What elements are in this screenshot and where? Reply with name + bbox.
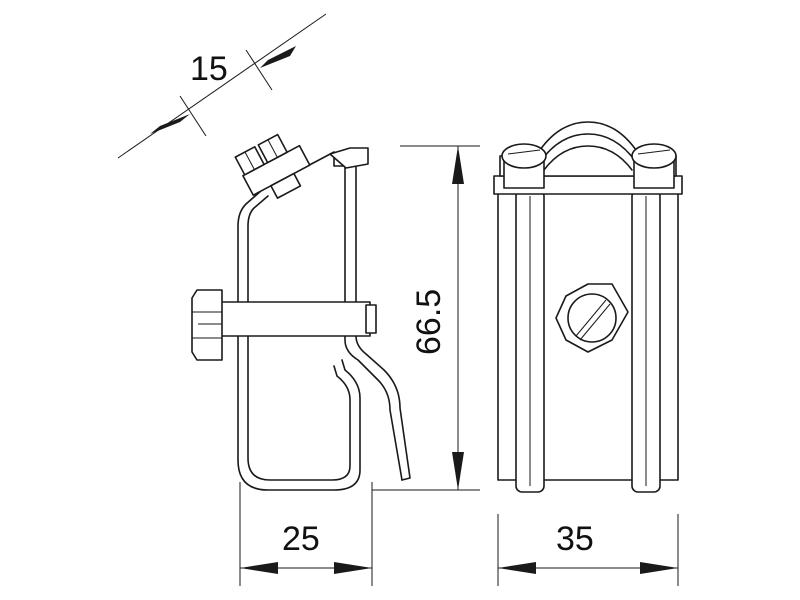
top-wave-line-1 [539,133,637,163]
top-screw-slot-2 [267,139,278,158]
dim-15-ext-1 [179,95,207,137]
dim-25-arrow-left [240,562,278,574]
dimension-height: 66.5 [372,145,480,491]
front-center-bolt-face [567,293,617,343]
front-view [493,121,683,493]
top-screw-nut [270,172,302,199]
dim-15-ext-2 [245,49,273,91]
top-screw-assembly [234,133,311,199]
front-center-bolt-slot-2 [579,303,611,341]
top-screw-slot-1 [244,151,255,170]
dim-15-arrow-1 [150,114,190,134]
top-hook [329,147,369,169]
dim-35-label: 35 [556,520,594,558]
dim-665-label: 66.5 [410,289,448,355]
side-bolt-tip [365,304,377,334]
side-bolt-shank [219,301,371,337]
side-bolt-head [191,289,223,361]
clamp-front-strap [265,151,403,481]
dim-25-label: 25 [282,520,320,558]
dim-15-line [117,13,327,159]
front-right-screw-slot [637,149,671,155]
front-center-bolt-slot-1 [575,299,607,337]
dim-35-arrow-left [498,562,536,574]
dim-15-label: 15 [190,50,228,88]
dim-15-arrow-2 [260,46,296,68]
front-right-screw-head [631,143,677,169]
top-wave-line-2 [543,145,633,171]
dimension-thickness: 15 [117,13,327,159]
clamp-front-strap-inner [351,165,411,481]
dim-25-arrow-right [334,562,372,574]
dimension-side-width: 25 [239,482,373,586]
dim-665-arrow-bottom [452,452,464,490]
front-left-screw-head [501,143,547,169]
dim-35-arrow-right [640,562,678,574]
front-left-screw-slot [507,149,541,155]
dimension-front-width: 35 [497,514,679,586]
clamp-back-strap-inner [247,195,351,481]
dim-665-arrow-top [452,146,464,184]
clamp-back-strap [237,189,361,491]
side-view [191,133,411,491]
